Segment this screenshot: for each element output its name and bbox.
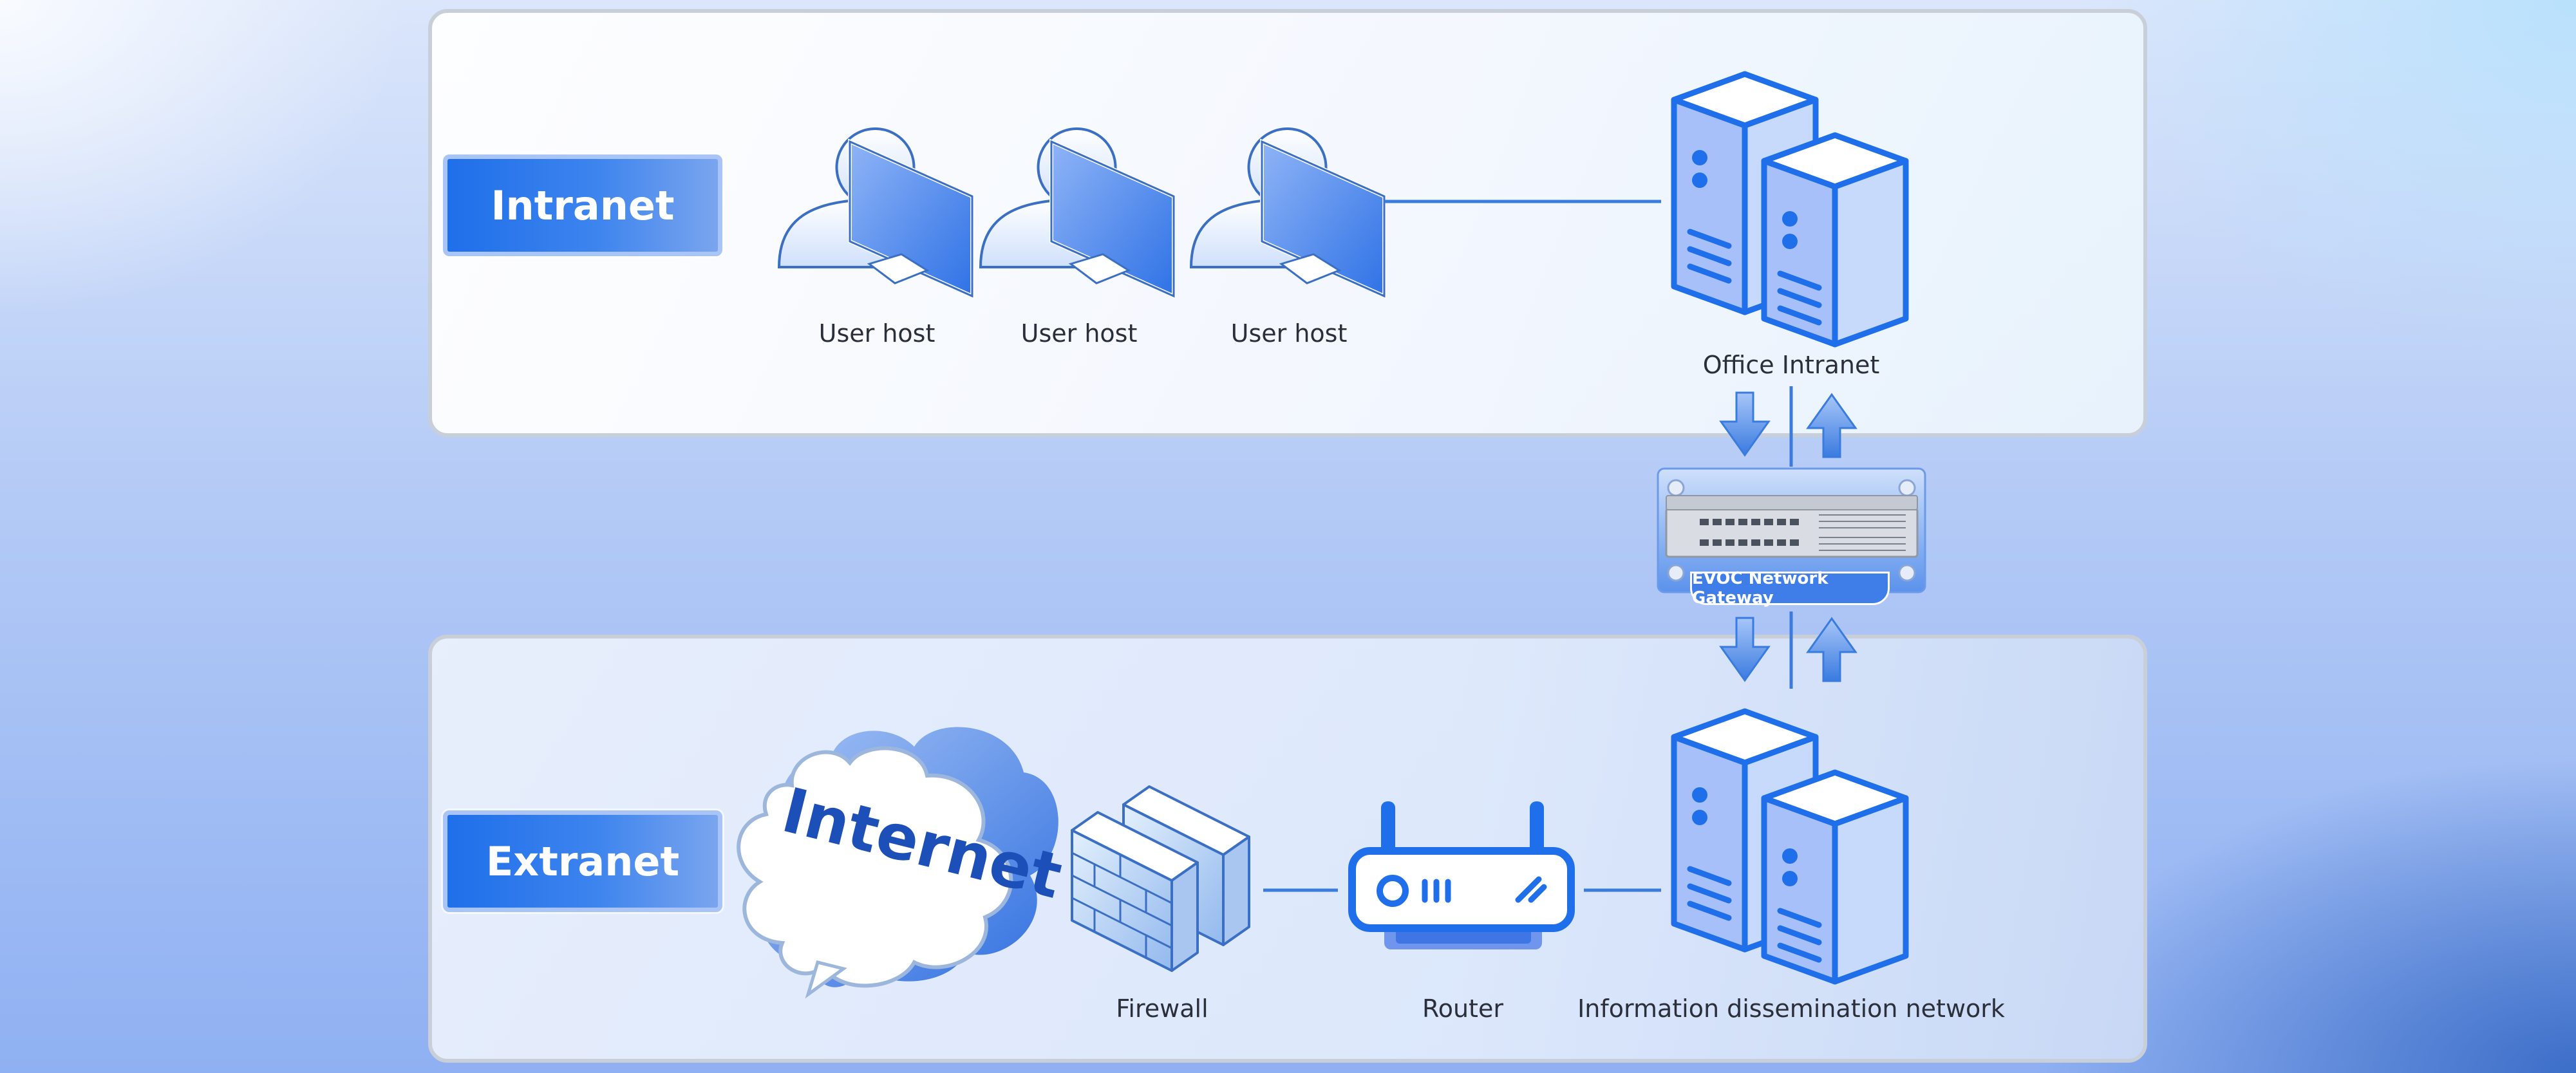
server-icon [1671,71,1909,348]
cloud-icon: Internet [737,727,1069,999]
user-computer-icon [1189,127,1386,299]
server-icon [1671,708,1909,985]
intranet-tag: Intranet [443,154,722,256]
router-label: Router [1422,994,1503,1023]
user-host-label-3: User host [1230,319,1348,348]
arrow-down-icon [1719,391,1771,457]
gateway-label: EVOC Network Gateway [1690,569,1890,608]
user-host-label-2: User host [1020,319,1138,348]
user-host-label-1: User host [818,319,935,348]
arrow-up-icon [1806,617,1857,682]
extranet-tag: Extranet [443,810,722,912]
office-intranet-label: Office Intranet [1702,351,1880,379]
network-gateway-appliance-icon [1657,467,1926,593]
firewall-label: Firewall [1116,994,1208,1023]
arrow-up-icon [1806,393,1857,458]
router-icon [1348,801,1575,949]
user-computer-icon [777,127,974,299]
user-computer-icon [979,127,1176,299]
brick-wall-icon [1071,785,1250,972]
info-network-label: Information dissemination network [1577,994,2005,1023]
arrow-down-icon [1719,617,1771,682]
